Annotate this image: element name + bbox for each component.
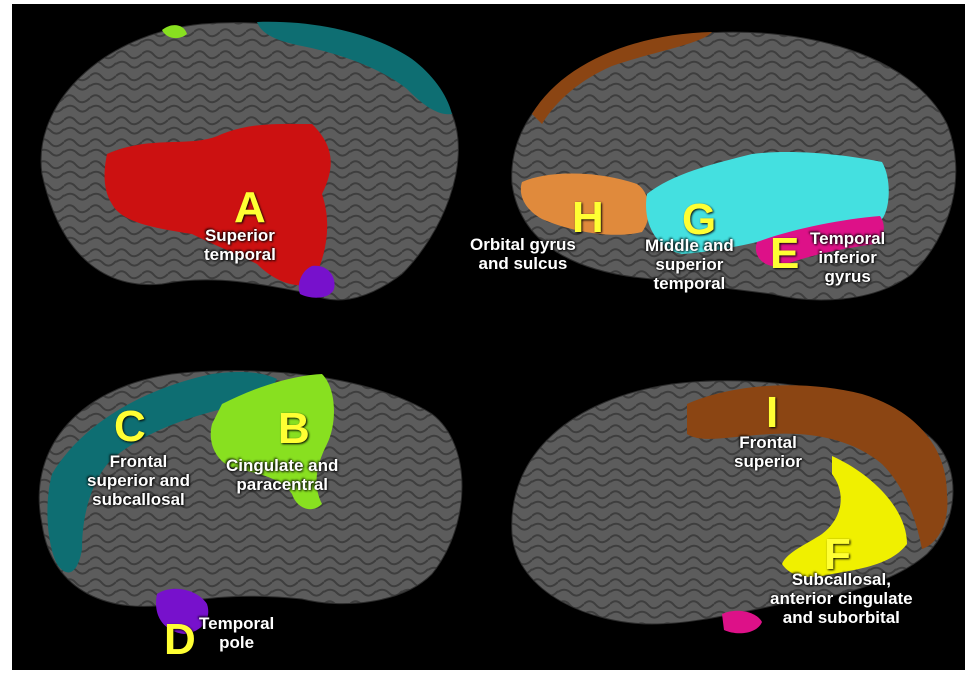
region-letter-H: H <box>572 196 604 240</box>
region-letter-D: D <box>164 618 196 662</box>
region-letter-A: A <box>234 186 266 230</box>
region-letter-C: C <box>114 405 146 449</box>
region-E-shape-medial <box>722 611 762 634</box>
region-letter-E: E <box>770 232 799 276</box>
region-letter-I: I <box>766 391 778 435</box>
region-letter-B: B <box>278 407 310 451</box>
